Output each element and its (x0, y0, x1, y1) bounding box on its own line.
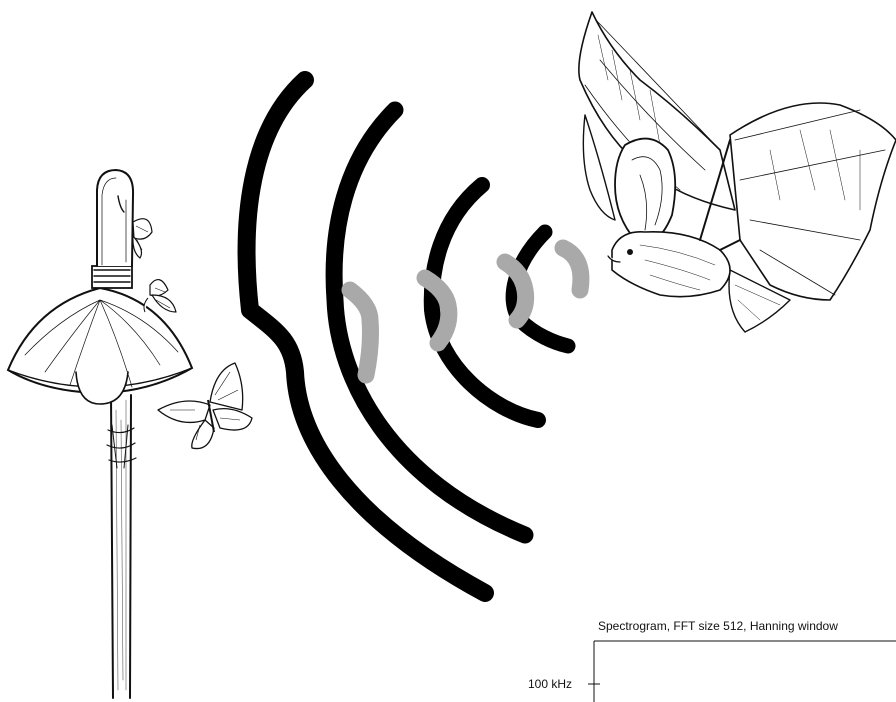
spectrogram-title: Spectrogram, FFT size 512, Hanning windo… (598, 619, 838, 633)
sound-wave-group (247, 80, 568, 593)
spectrogram-frame (588, 641, 896, 702)
moth-icon (144, 280, 176, 312)
street-lamp-icon (8, 170, 192, 698)
bat-icon (579, 12, 896, 332)
echo-wave (563, 248, 581, 290)
spectrogram-y-tick-label: 100 kHz (528, 677, 572, 691)
echo-group (350, 248, 581, 375)
moth-icon (133, 219, 152, 258)
